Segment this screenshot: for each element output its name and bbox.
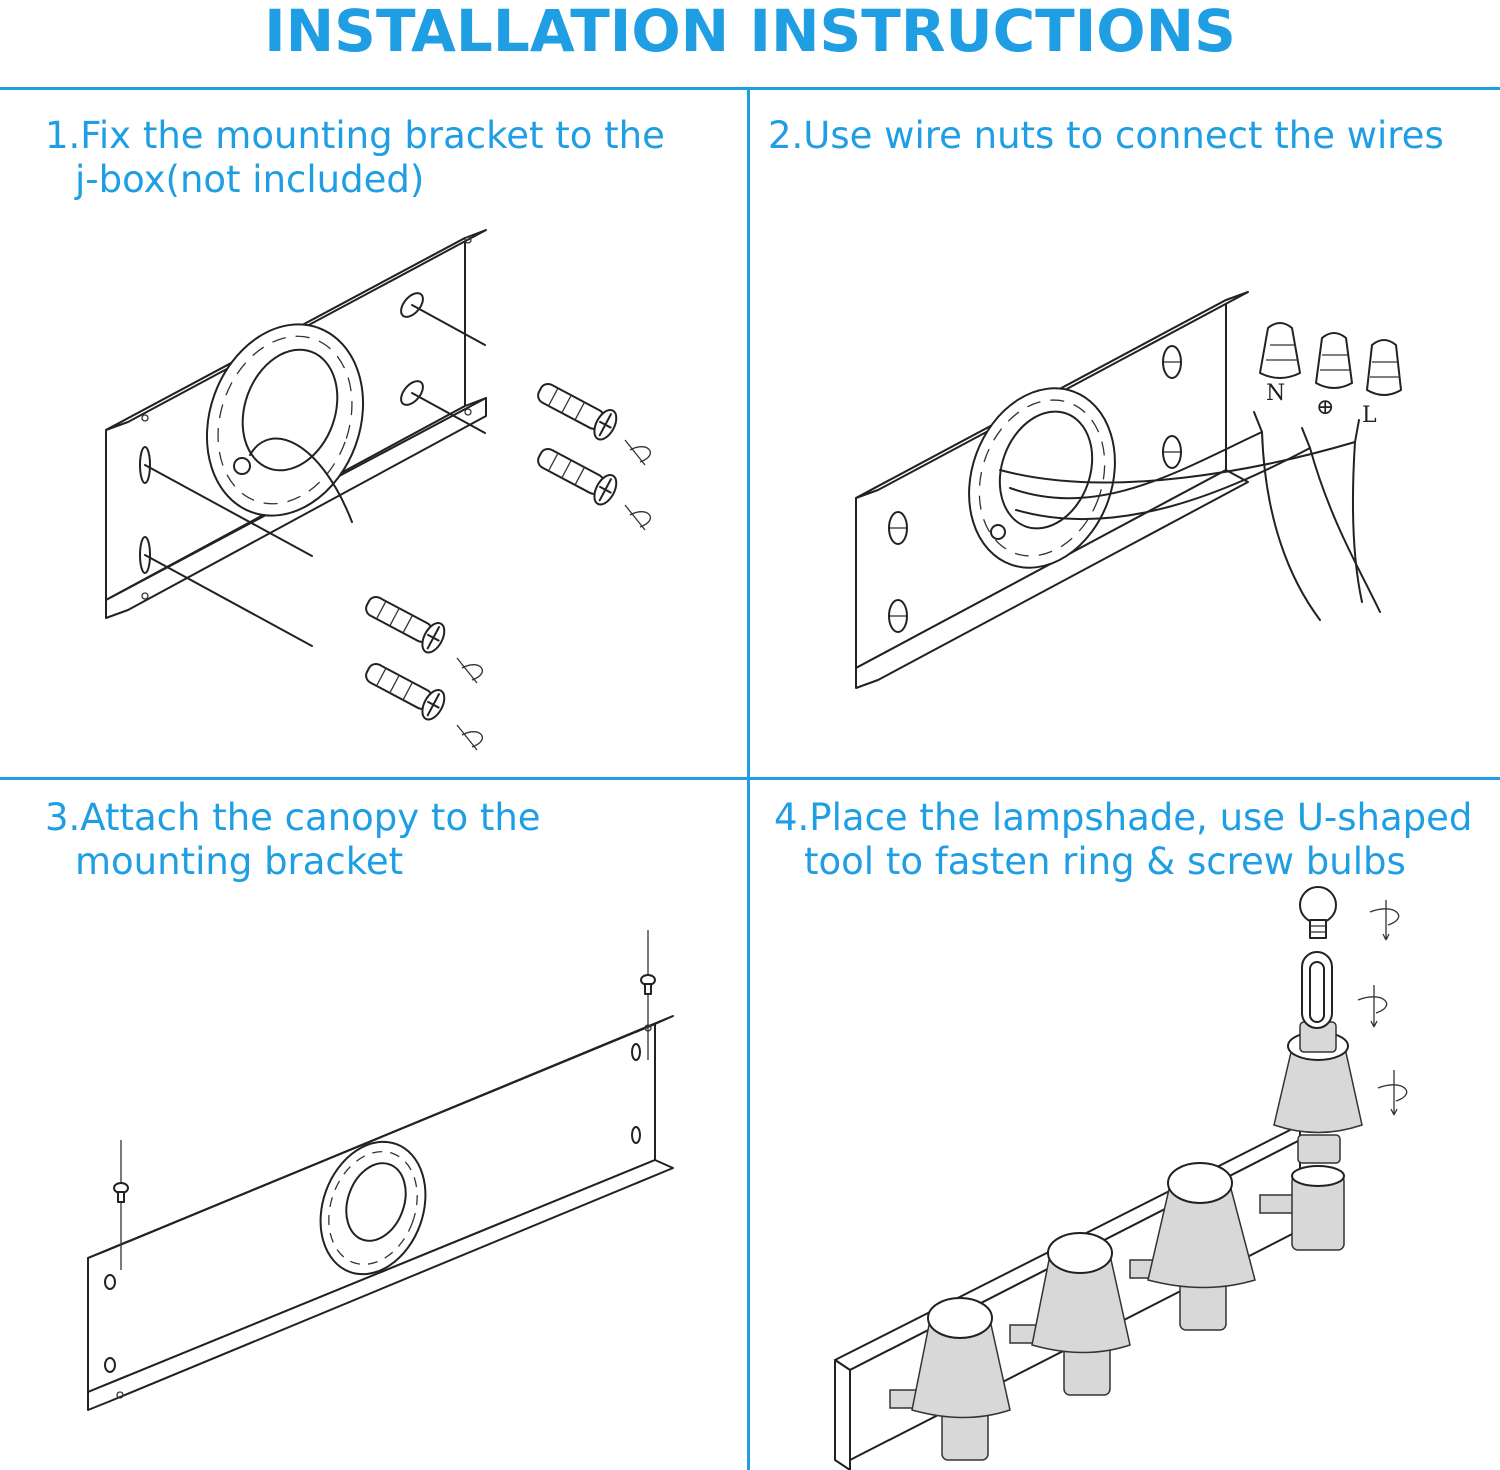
column-divider bbox=[747, 89, 750, 1470]
step-3-text: 3.Attach the canopy to the mounting brac… bbox=[45, 796, 541, 884]
row-divider bbox=[0, 777, 1500, 780]
step-1-line1: 1.Fix the mounting bracket to the bbox=[45, 114, 665, 157]
step-4-line2: tool to fasten ring & screw bulbs bbox=[804, 840, 1406, 883]
wire-nuts bbox=[1260, 323, 1401, 395]
step-3-line1: 3.Attach the canopy to the bbox=[45, 796, 541, 839]
round-mounting-plate bbox=[303, 1127, 443, 1289]
step-2-panel: 2.Use wire nuts to connect the wires bbox=[750, 90, 1500, 777]
step-2-line1: 2.Use wire nuts to connect the wires bbox=[768, 114, 1444, 157]
step-2-text: 2.Use wire nuts to connect the wires bbox=[768, 114, 1444, 158]
rotation-arrow-icons bbox=[1358, 900, 1407, 1115]
canopy-screws bbox=[114, 930, 655, 1270]
bracket-alignment-lines bbox=[145, 305, 485, 646]
round-mounting-plate bbox=[181, 302, 389, 537]
step-4-lampshade-illustration bbox=[750, 780, 1500, 1470]
step-4-text: 4.Place the lampshade, use U-shaped tool… bbox=[774, 796, 1472, 884]
step-3-line2: mounting bracket bbox=[75, 840, 404, 883]
step-4-line1: 4.Place the lampshade, use U-shaped bbox=[774, 796, 1473, 839]
step-1-bracket-illustration bbox=[0, 90, 747, 777]
step-1-line2: j-box(not included) bbox=[75, 158, 425, 201]
screw-set-upper bbox=[532, 376, 650, 530]
step-4-panel: 4.Place the lampshade, use U-shaped tool… bbox=[750, 780, 1500, 1470]
exploded-lamp-assembly bbox=[1274, 887, 1362, 1250]
lampshade-1 bbox=[912, 1298, 1010, 1460]
lampshade-3 bbox=[1148, 1163, 1255, 1330]
step-2-wiring-illustration: N ⊕ L bbox=[750, 90, 1500, 777]
neutral-label: N bbox=[1266, 381, 1285, 406]
live-label: L bbox=[1362, 403, 1377, 428]
header-divider bbox=[0, 87, 1500, 90]
step-3-canopy-illustration bbox=[0, 780, 747, 1470]
fixture-wires bbox=[1000, 412, 1380, 620]
step-3-panel: 3.Attach the canopy to the mounting brac… bbox=[0, 780, 747, 1470]
lampshade-2 bbox=[1032, 1233, 1130, 1395]
screw-set-lower bbox=[360, 589, 482, 750]
page-title: INSTALLATION INSTRUCTIONS bbox=[264, 0, 1236, 65]
step-1-text: 1.Fix the mounting bracket to the j-box(… bbox=[45, 114, 665, 202]
ground-label: ⊕ bbox=[1316, 395, 1334, 420]
ground-wire bbox=[250, 439, 352, 522]
step-1-panel: 1.Fix the mounting bracket to the j-box(… bbox=[0, 90, 747, 777]
round-mounting-plate bbox=[945, 368, 1139, 589]
